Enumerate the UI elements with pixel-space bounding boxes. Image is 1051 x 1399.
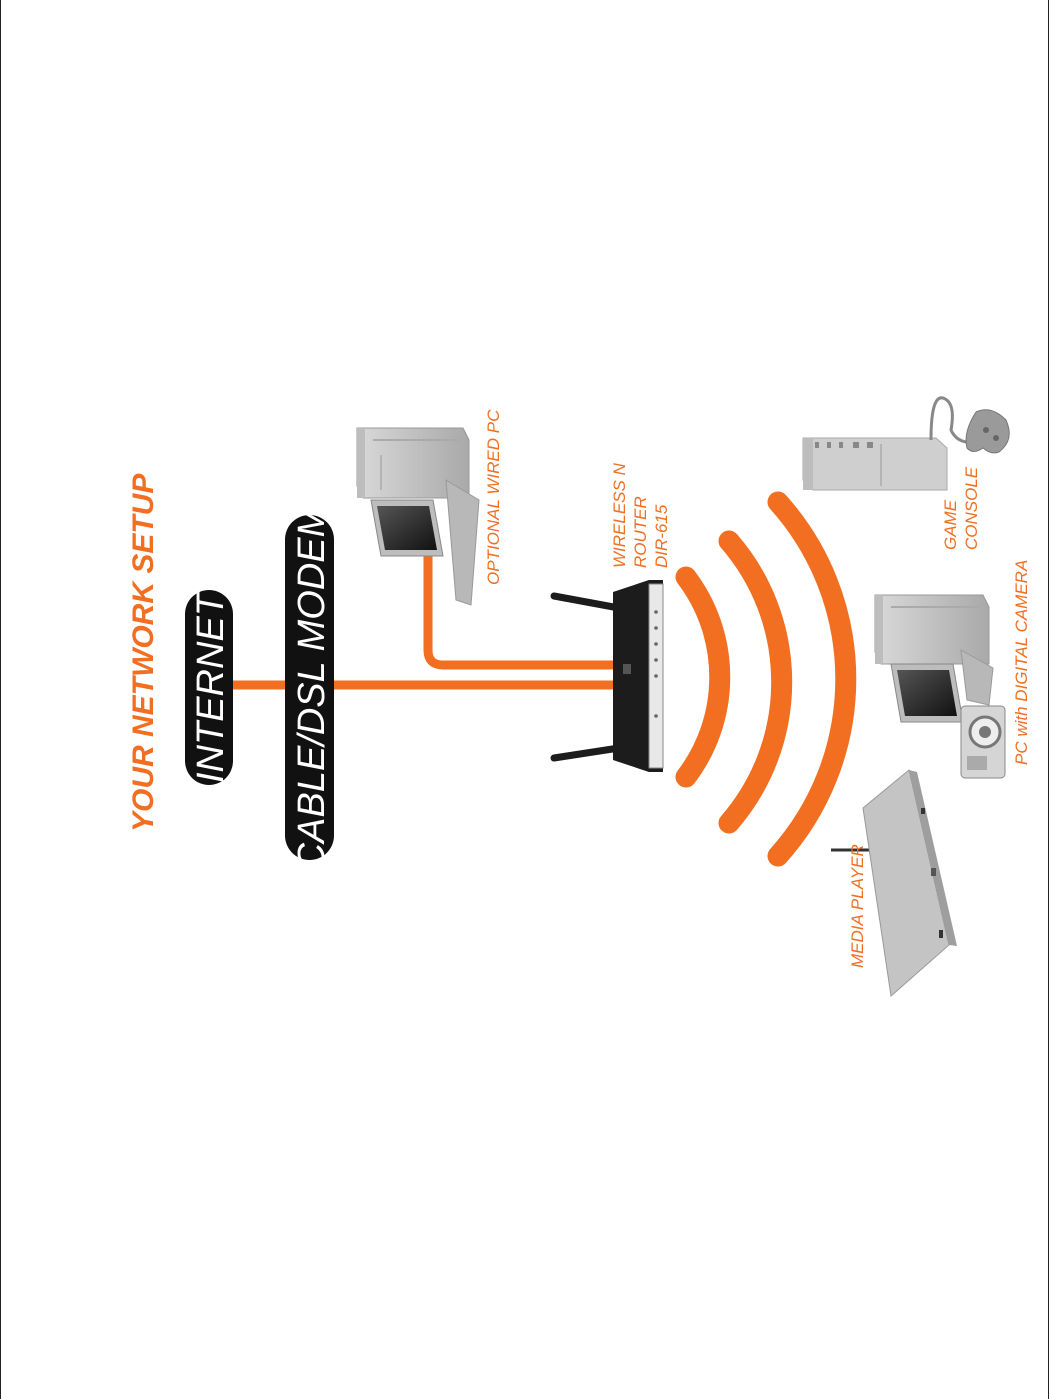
router-node: WIRELESS N ROUTER DIR-615	[550, 462, 671, 772]
router-label-line1: WIRELESS N	[610, 462, 629, 568]
game-console-label-line1: GAME	[941, 499, 960, 550]
pc-camera-label: PC with DIGITAL CAMERA	[1012, 560, 1031, 765]
pc-camera-node: PC with DIGITAL CAMERA	[874, 560, 1031, 779]
wired-pc-link	[423, 548, 621, 670]
game-console-label-line2: CONSOLE	[962, 466, 981, 550]
game-console-icon	[802, 437, 948, 491]
modem-label: CABLE/DSL MODEM	[291, 505, 333, 870]
gamepad-icon	[929, 396, 1010, 454]
internet-label: INTERNET	[190, 590, 232, 783]
wireless-wave-inner	[675, 566, 731, 788]
diagram-title: YOUR NETWORK SETUP	[127, 473, 160, 832]
router-label-line2: ROUTER	[631, 496, 650, 568]
desktop-pc-icon	[356, 427, 480, 606]
media-player-node: MEDIA PLAYER	[831, 769, 957, 997]
digital-camera-icon	[960, 705, 1006, 779]
wired-pc-label: OPTIONAL WIRED PC	[484, 409, 503, 585]
wireless-wave-outer	[767, 491, 857, 867]
modem-pill	[285, 515, 334, 860]
optional-wired-pc: OPTIONAL WIRED PC	[356, 409, 503, 606]
modem-node: CABLE/DSL MODEM	[285, 505, 334, 870]
router-icon	[550, 580, 664, 772]
internet-node: INTERNET	[185, 590, 233, 785]
wireless-wave-icon	[675, 491, 857, 867]
wireless-wave-middle	[718, 530, 793, 834]
desktop-pc-icon	[874, 594, 994, 723]
router-label-line3: DIR-615	[652, 504, 671, 568]
game-console-node: GAME CONSOLE	[802, 396, 1010, 550]
internet-pill	[185, 590, 233, 785]
media-player-label: MEDIA PLAYER	[848, 844, 867, 968]
media-player-icon	[831, 769, 957, 997]
